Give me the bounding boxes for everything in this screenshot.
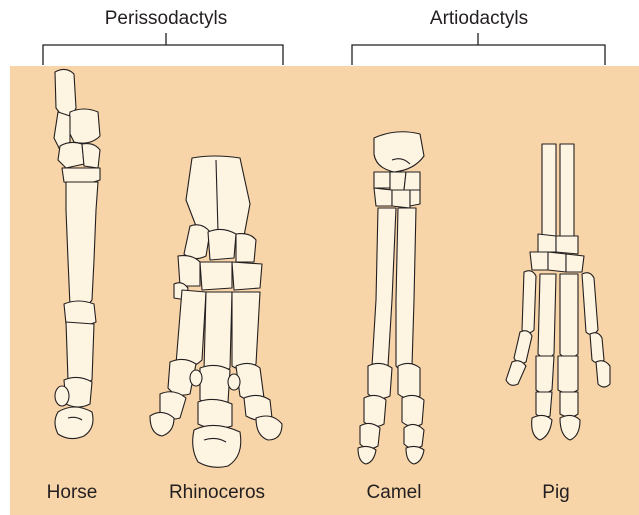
species-label-pig: Pig bbox=[542, 482, 569, 504]
pig-foot-skeleton bbox=[506, 144, 610, 440]
species-label-horse: Horse bbox=[47, 482, 98, 504]
rhinoceros-foot-skeleton bbox=[150, 156, 282, 467]
horse-foot-skeleton bbox=[54, 69, 100, 438]
species-label-camel: Camel bbox=[367, 482, 422, 504]
species-label-rhinoceros: Rhinoceros bbox=[169, 482, 265, 504]
camel-foot-skeleton bbox=[358, 132, 424, 464]
